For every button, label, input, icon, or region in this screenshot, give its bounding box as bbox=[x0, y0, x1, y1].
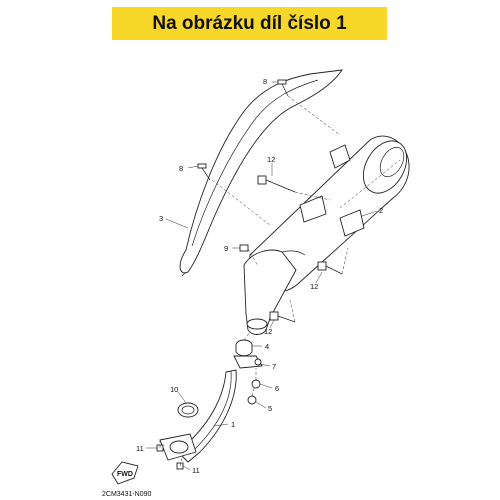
callout-12-upper: 12 bbox=[267, 155, 275, 164]
callout-8-top: 8 bbox=[263, 77, 267, 86]
cover-part-3 bbox=[179, 69, 343, 274]
nut-part-5 bbox=[247, 395, 257, 405]
fwd-label: FWD bbox=[117, 471, 133, 478]
fwd-arrow-icon: FWD bbox=[111, 461, 139, 485]
callout-5: 5 bbox=[268, 404, 272, 413]
callout-6: 6 bbox=[275, 384, 279, 393]
callout-12-right: 12 bbox=[310, 282, 318, 291]
title-banner: Na obrázku díl číslo 1 bbox=[112, 7, 387, 40]
callout-3: 3 bbox=[159, 214, 163, 223]
banner-title: Na obrázku díl číslo 1 bbox=[152, 12, 347, 34]
bolt-12-upper bbox=[257, 175, 296, 193]
bolt-12-right bbox=[317, 261, 343, 275]
callout-8-left: 8 bbox=[179, 164, 183, 173]
callout-11-left: 11 bbox=[136, 444, 144, 453]
exhaust-pipe-part-1 bbox=[177, 369, 237, 463]
nut-part-6 bbox=[251, 379, 261, 389]
callout-12-lower: 12 bbox=[264, 327, 272, 336]
bolt-8-left bbox=[197, 163, 211, 181]
callout-9: 9 bbox=[224, 244, 228, 253]
callout-10: 10 bbox=[170, 385, 178, 394]
washer-part-9 bbox=[239, 244, 249, 252]
clamp-part-7 bbox=[233, 355, 263, 369]
gasket-part-10 bbox=[177, 402, 199, 418]
callout-1: 1 bbox=[231, 420, 235, 429]
callout-11-right: 11 bbox=[192, 466, 200, 475]
callout-4: 4 bbox=[265, 342, 269, 351]
drawing-code: 2CM3431-N090 bbox=[102, 491, 152, 498]
callout-2: 2 bbox=[379, 206, 383, 215]
callout-7: 7 bbox=[272, 362, 276, 371]
